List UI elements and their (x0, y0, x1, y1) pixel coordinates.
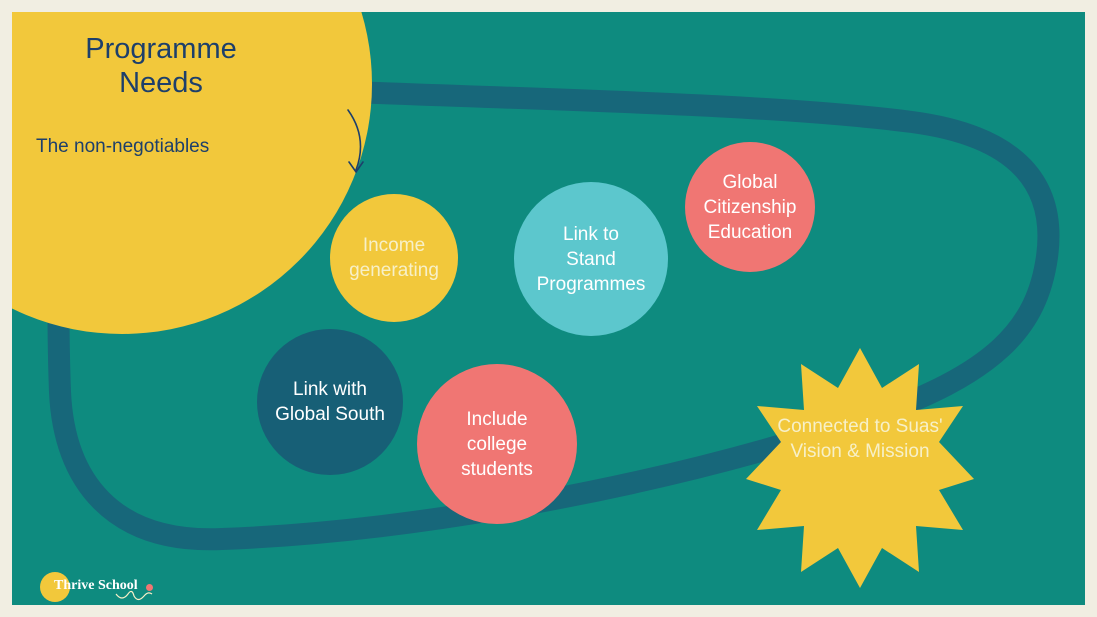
need-label: Global South (275, 404, 385, 425)
need-label: Link with (293, 379, 367, 400)
need-link-to-stand: Link to Stand Programmes (514, 182, 668, 336)
thrive-school-logo: Thrive School (40, 570, 160, 604)
need-label: Link to (563, 223, 619, 245)
slide: Programme Needs The non-negotiables Inco… (12, 12, 1085, 605)
page-title: Programme Needs (46, 32, 276, 100)
star-burst (746, 348, 974, 588)
need-global-south: Link with Global South (257, 329, 403, 475)
title-line: Needs (119, 67, 203, 99)
title-line: Programme (85, 33, 237, 65)
need-income-generating: Income generating (330, 194, 458, 322)
need-global-citizenship: Global Citizenship Education (685, 142, 815, 272)
connector-arrow (347, 109, 364, 174)
need-college-students: Include college students (417, 364, 577, 524)
need-label: Citizenship (703, 196, 797, 218)
logo-dot-icon (40, 572, 70, 602)
need-label: Education (707, 221, 793, 243)
need-label: college (466, 433, 528, 455)
logo-squiggle-icon (115, 590, 153, 601)
need-vision-mission: Connected to Suas' Vision & Mission (746, 414, 974, 464)
need-label: students (461, 458, 533, 480)
need-label: Income (362, 235, 426, 256)
title-blob (12, 12, 372, 334)
need-label: generating (349, 260, 439, 281)
need-label: Stand (566, 248, 616, 270)
logo-accent-icon (146, 584, 153, 591)
need-label: Vision & Mission (790, 441, 930, 462)
slide-background-art (12, 12, 1060, 588)
logo-text: Thrive School (54, 578, 138, 593)
need-label: Connected to Suas' (777, 416, 943, 437)
need-label: Programmes (536, 273, 646, 295)
need-label: Include (466, 408, 528, 430)
page-subtitle: The non-negotiables (36, 136, 210, 157)
need-label: Global (722, 171, 778, 193)
